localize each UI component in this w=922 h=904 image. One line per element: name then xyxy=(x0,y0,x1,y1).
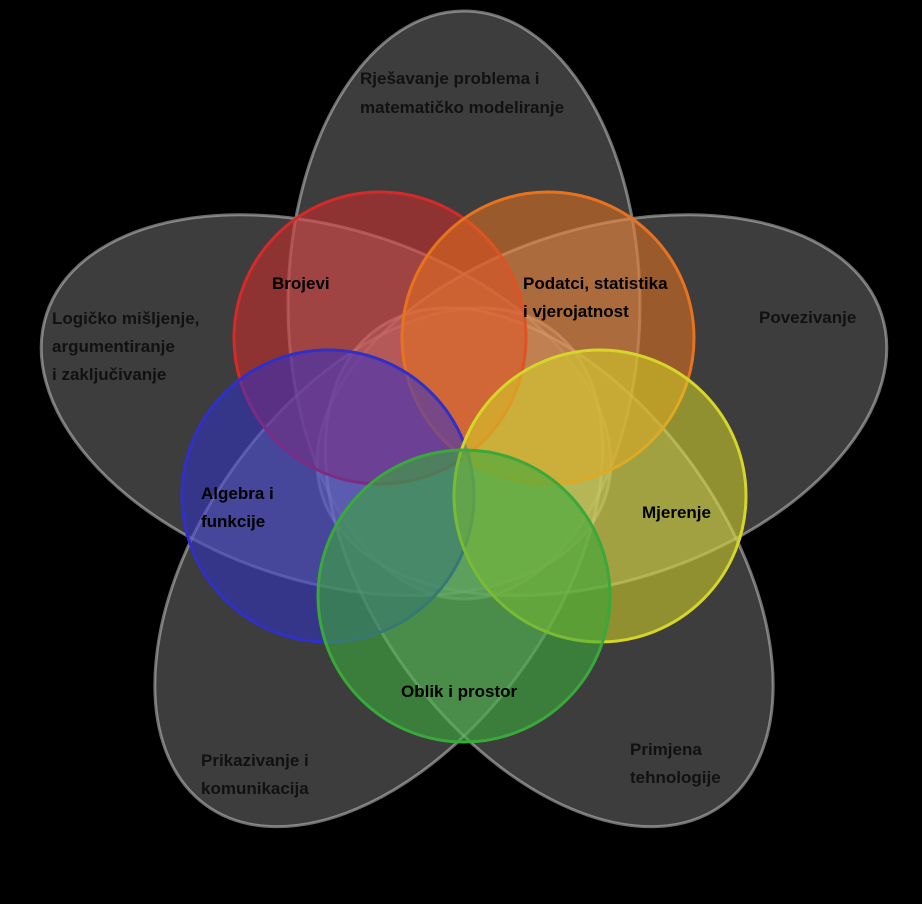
content-circles xyxy=(180,190,748,744)
circle-label-oblik: Oblik i prostor xyxy=(401,682,518,701)
circle-label-brojevi: Brojevi xyxy=(272,274,330,293)
petal-label-right: Povezivanje xyxy=(759,308,856,327)
petal-label-top: Rješavanje problema i matematičko modeli… xyxy=(360,69,564,117)
circle-label-algebra: Algebra i funkcije xyxy=(201,484,278,531)
petal-label-bottom-right: Primjena tehnologije xyxy=(630,740,721,787)
circle-oblik xyxy=(316,448,612,744)
petal-label-left: Logičko mišljenje, argumentiranje i zakl… xyxy=(52,309,204,384)
petal-label-bottom-left: Prikazivanje i komunikacija xyxy=(201,751,313,798)
circle-label-mjerenje: Mjerenje xyxy=(642,503,711,522)
circle-label-podatci: Podatci, statistika i vjerojatnost xyxy=(523,274,672,321)
